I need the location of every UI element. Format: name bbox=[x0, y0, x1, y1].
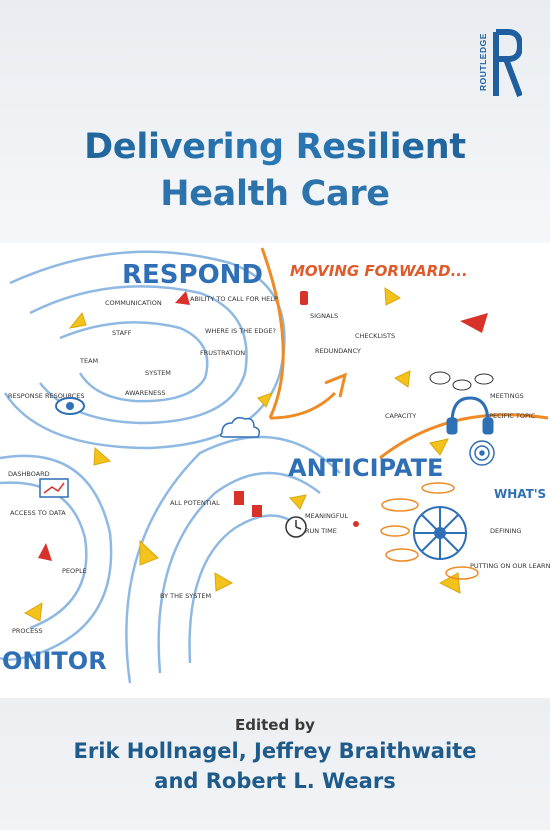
moving-forward-label: MOVING FORWARD... bbox=[290, 262, 468, 280]
chart-icon bbox=[234, 491, 244, 505]
cloud-icon bbox=[219, 416, 261, 438]
title-line-1: Delivering Resilient bbox=[0, 124, 550, 171]
yellow-arrows bbox=[23, 287, 461, 622]
editors-line-2: and Robert L. Wears bbox=[154, 769, 396, 793]
arrow-icon bbox=[68, 311, 87, 329]
wheel-labels bbox=[380, 482, 479, 580]
anticipate-label: ANTICIPATE bbox=[288, 454, 443, 482]
arrow-icon bbox=[289, 494, 307, 510]
note-checklists: CHECKLISTS bbox=[355, 332, 395, 340]
arrow-red-icon bbox=[460, 313, 488, 333]
anticipate-swirl bbox=[125, 435, 341, 684]
sketchnote-illustration: RESPOND MOVING FORWARD... ANTICIPATE ONI… bbox=[0, 247, 550, 684]
heart-icon bbox=[353, 521, 359, 527]
question-mark-icon bbox=[300, 291, 308, 305]
note-by-the-system: BY THE SYSTEM bbox=[160, 592, 211, 600]
note-run-time: RUN TIME bbox=[305, 527, 337, 535]
note-redundancy: REDUNDANCY bbox=[315, 347, 361, 355]
monitor-label: ONITOR bbox=[2, 647, 107, 675]
note-learning-tool: PUTTING ON OUR LEARNING TOOL bbox=[470, 562, 550, 570]
note-meetings: MEETINGS bbox=[490, 392, 524, 400]
arrow-icon bbox=[384, 287, 401, 306]
note-all-potential: ALL POTENTIAL bbox=[170, 499, 220, 507]
whats-next-label: WHAT'S NEXT? bbox=[494, 487, 550, 501]
credits-band bbox=[0, 698, 550, 830]
chart-icon bbox=[252, 505, 262, 517]
note-process: PROCESS bbox=[12, 627, 42, 635]
note-staff: STAFF bbox=[112, 329, 132, 337]
note-system: SYSTEM bbox=[145, 369, 171, 377]
monitor-swirl bbox=[0, 454, 113, 661]
arrow-icon bbox=[257, 392, 273, 408]
note-ability: ABILITY TO CALL FOR HELP bbox=[190, 295, 278, 303]
note-people: PEOPLE bbox=[62, 567, 87, 575]
note-frustration: FRUSTRATION bbox=[200, 349, 245, 357]
book-title: Delivering Resilient Health Care bbox=[0, 124, 550, 218]
cover-header: ROUTLEDGE Delivering Resilient Health Ca… bbox=[0, 0, 550, 243]
note-access-to-data: ACCESS TO DATA bbox=[10, 509, 66, 517]
arrow-icon bbox=[438, 572, 461, 594]
note-capacity: CAPACITY bbox=[385, 412, 416, 420]
title-line-2: Health Care bbox=[160, 174, 390, 214]
cover-illustration: RESPOND MOVING FORWARD... ANTICIPATE ONI… bbox=[0, 243, 550, 698]
note-communication: COMMUNICATION bbox=[105, 299, 162, 307]
speech-bubble-icon bbox=[429, 371, 494, 391]
editor-names: Erik Hollnagel, Jeffrey Braithwaite and … bbox=[0, 736, 550, 796]
arrow-icon bbox=[23, 602, 43, 622]
routledge-logo-icon bbox=[493, 29, 522, 98]
arrow-icon bbox=[429, 438, 449, 456]
headphones-icon bbox=[446, 396, 494, 435]
arrow-icon bbox=[139, 539, 159, 566]
warning-icon bbox=[175, 291, 190, 305]
note-specific-topic: SPECIFIC TOPIC bbox=[485, 412, 536, 420]
people-icon bbox=[38, 543, 52, 561]
note-edge: WHERE IS THE EDGE? bbox=[205, 327, 276, 335]
note-meaningful: MEANINGFUL bbox=[305, 512, 348, 520]
target-icon bbox=[469, 440, 495, 466]
wheel-diagram bbox=[413, 506, 467, 560]
note-team: TEAM bbox=[79, 357, 98, 365]
note-awareness: AWARENESS bbox=[125, 389, 165, 397]
eye-icon bbox=[55, 397, 85, 415]
respond-label: RESPOND bbox=[122, 260, 263, 290]
respond-section bbox=[3, 250, 286, 450]
sketch-notes: COMMUNICATION ABILITY TO CALL FOR HELP S… bbox=[8, 295, 550, 635]
note-signals: SIGNALS bbox=[310, 312, 338, 320]
note-dashboard: DASHBOARD bbox=[8, 470, 50, 478]
publisher-name: ROUTLEDGE bbox=[478, 33, 488, 91]
dashboard-icon bbox=[39, 478, 69, 498]
red-accents bbox=[38, 291, 488, 561]
editors-line-1: Erik Hollnagel, Jeffrey Braithwaite bbox=[73, 739, 477, 763]
note-defining: DEFINING bbox=[490, 527, 521, 535]
arrow-icon bbox=[214, 572, 234, 592]
arrow-icon bbox=[93, 446, 112, 466]
note-response-resources: RESPONSE RESOURCES bbox=[8, 392, 85, 400]
clock-icon bbox=[285, 516, 307, 538]
arrow-icon bbox=[393, 370, 411, 388]
edited-by-label: Edited by bbox=[235, 716, 315, 734]
